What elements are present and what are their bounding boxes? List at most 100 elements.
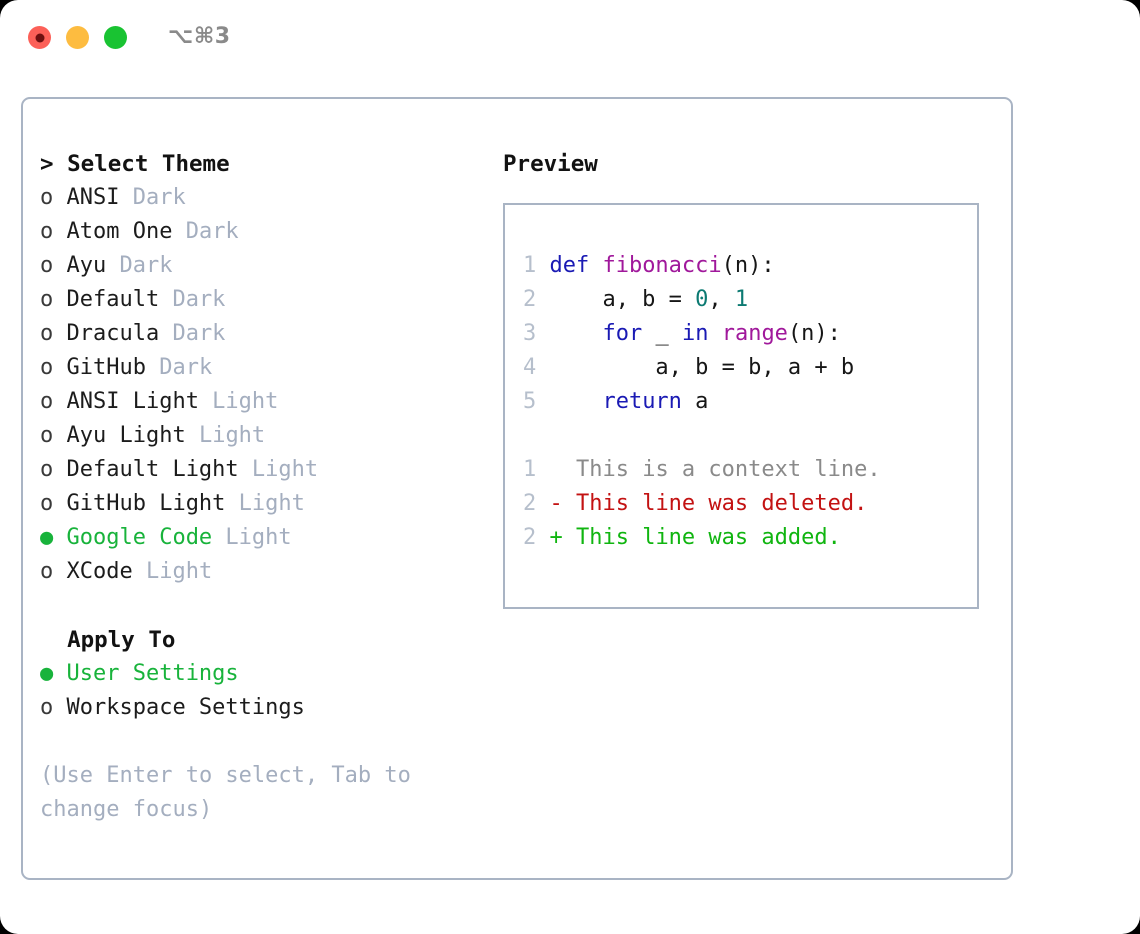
theme-variant: Light — [225, 491, 305, 516]
title-bar: ⌥⌘3 — [0, 0, 1140, 78]
diff-marker: + — [549, 525, 576, 550]
theme-name: ANSI — [66, 185, 120, 210]
theme-name: XCode — [66, 559, 133, 584]
code-token-kw: return — [602, 389, 682, 414]
theme-list-item[interactable]: o GitHub Dark — [40, 351, 490, 385]
theme-variant: Dark — [159, 321, 226, 346]
theme-list-item[interactable]: o Atom One Dark — [40, 215, 490, 249]
theme-variant: Dark — [172, 219, 239, 244]
theme-variant: Light — [238, 457, 319, 482]
diff-marker: - — [549, 491, 576, 516]
radio-unselected-icon: o — [40, 287, 67, 312]
code-line: 5 return a — [523, 385, 977, 419]
diff-text: This is a context line. — [575, 457, 881, 482]
theme-variant: Light — [185, 423, 266, 448]
code-token-kw: def — [549, 253, 603, 278]
apply-to-item[interactable]: o Workspace Settings — [40, 691, 490, 725]
theme-name: GitHub Light — [66, 491, 226, 516]
traffic-lights — [28, 26, 127, 49]
code-line-number: 3 — [523, 321, 537, 346]
diff-marker — [549, 457, 576, 482]
theme-list-item[interactable]: o ANSI Light Light — [40, 385, 490, 419]
radio-selected-icon: ● — [40, 525, 67, 550]
theme-list-item[interactable]: o GitHub Light Light — [40, 487, 490, 521]
diff-line-number: 2 — [523, 525, 537, 550]
keyboard-shortcut-label: ⌥⌘3 — [168, 24, 231, 49]
apply-to-label: User Settings — [66, 661, 239, 686]
code-token-txt: a, b = — [549, 287, 696, 312]
code-token-txt: (n): — [721, 253, 775, 278]
apply-to-label: Workspace Settings — [66, 695, 305, 720]
apply-to-item[interactable]: ● User Settings — [40, 657, 490, 691]
code-line: 2 a, b = 0, 1 — [523, 283, 977, 317]
theme-list-item[interactable]: o XCode Light — [40, 555, 490, 589]
theme-name: Atom One — [66, 219, 173, 244]
code-line: 4 a, b = b, a + b — [523, 351, 977, 385]
maximize-button[interactable] — [104, 26, 127, 49]
code-diff-gap — [523, 419, 977, 453]
theme-name: GitHub — [66, 355, 146, 380]
theme-name: Google Code — [66, 525, 213, 550]
code-token-fn: range — [721, 321, 788, 346]
code-token-txt — [549, 389, 602, 414]
theme-list-item[interactable]: ● Google Code Light — [40, 521, 490, 555]
theme-name: Default — [66, 287, 160, 312]
diff-line-number: 1 — [523, 457, 537, 482]
keyboard-hint: (Use Enter to select, Tab to change focu… — [40, 763, 425, 822]
radio-unselected-icon: o — [40, 491, 67, 516]
diff-line-number: 2 — [523, 491, 537, 516]
theme-variant: Dark — [106, 253, 173, 278]
radio-unselected-icon: o — [40, 389, 67, 414]
diff-text: This line was deleted. — [575, 491, 868, 516]
code-token-num: 0 — [695, 287, 709, 312]
theme-list-item[interactable]: o Default Dark — [40, 283, 490, 317]
theme-name: Ayu — [66, 253, 107, 278]
code-token-txt: (n): — [787, 321, 841, 346]
radio-unselected-icon: o — [40, 185, 67, 210]
diff-line: 2- This line was deleted. — [523, 487, 977, 521]
minimize-button[interactable] — [66, 26, 89, 49]
radio-unselected-icon: o — [40, 559, 67, 584]
code-line-number: 4 — [523, 355, 537, 380]
theme-list-item[interactable]: o ANSI Dark — [40, 181, 490, 215]
preview-title: Preview — [503, 151, 598, 177]
diff-line: 1 This is a context line. — [523, 453, 977, 487]
radio-unselected-icon: o — [40, 423, 67, 448]
theme-name: Ayu Light — [66, 423, 186, 448]
theme-name: Dracula — [66, 321, 160, 346]
code-token-kw: in — [681, 321, 709, 346]
radio-unselected-icon: o — [40, 457, 67, 482]
code-token-kw: for — [602, 321, 643, 346]
code-line-number: 5 — [523, 389, 537, 414]
code-token-txt: a, b = b, a + b — [549, 355, 855, 380]
apply-to-heading-label: Apply To — [67, 627, 176, 653]
theme-variant: Light — [132, 559, 213, 584]
radio-unselected-icon: o — [40, 355, 67, 380]
theme-variant: Light — [212, 525, 292, 550]
diff-sample: 1 This is a context line.2- This line wa… — [523, 453, 977, 555]
radio-unselected-icon: o — [40, 321, 67, 346]
code-token-txt: _ — [642, 321, 682, 346]
theme-list-item[interactable]: o Ayu Light Light — [40, 419, 490, 453]
code-token-txt — [708, 321, 721, 346]
diff-line: 2 + This line was added. — [523, 521, 977, 555]
radio-unselected-icon: o — [40, 219, 67, 244]
radio-unselected-icon: o — [40, 253, 67, 278]
code-line: 3 for _ in range(n): — [523, 317, 977, 351]
code-line-number: 1 — [523, 253, 537, 278]
theme-list-item[interactable]: o Dracula Dark — [40, 317, 490, 351]
diff-text: This line was added. — [575, 525, 841, 550]
theme-list-item[interactable]: o Default Light Light — [40, 453, 490, 487]
spacer — [40, 725, 490, 759]
theme-list-item[interactable]: o Ayu Dark — [40, 249, 490, 283]
code-line-number: 2 — [523, 287, 537, 312]
theme-name: Default Light — [66, 457, 239, 482]
code-token-txt — [549, 321, 602, 346]
close-button[interactable] — [28, 26, 51, 49]
